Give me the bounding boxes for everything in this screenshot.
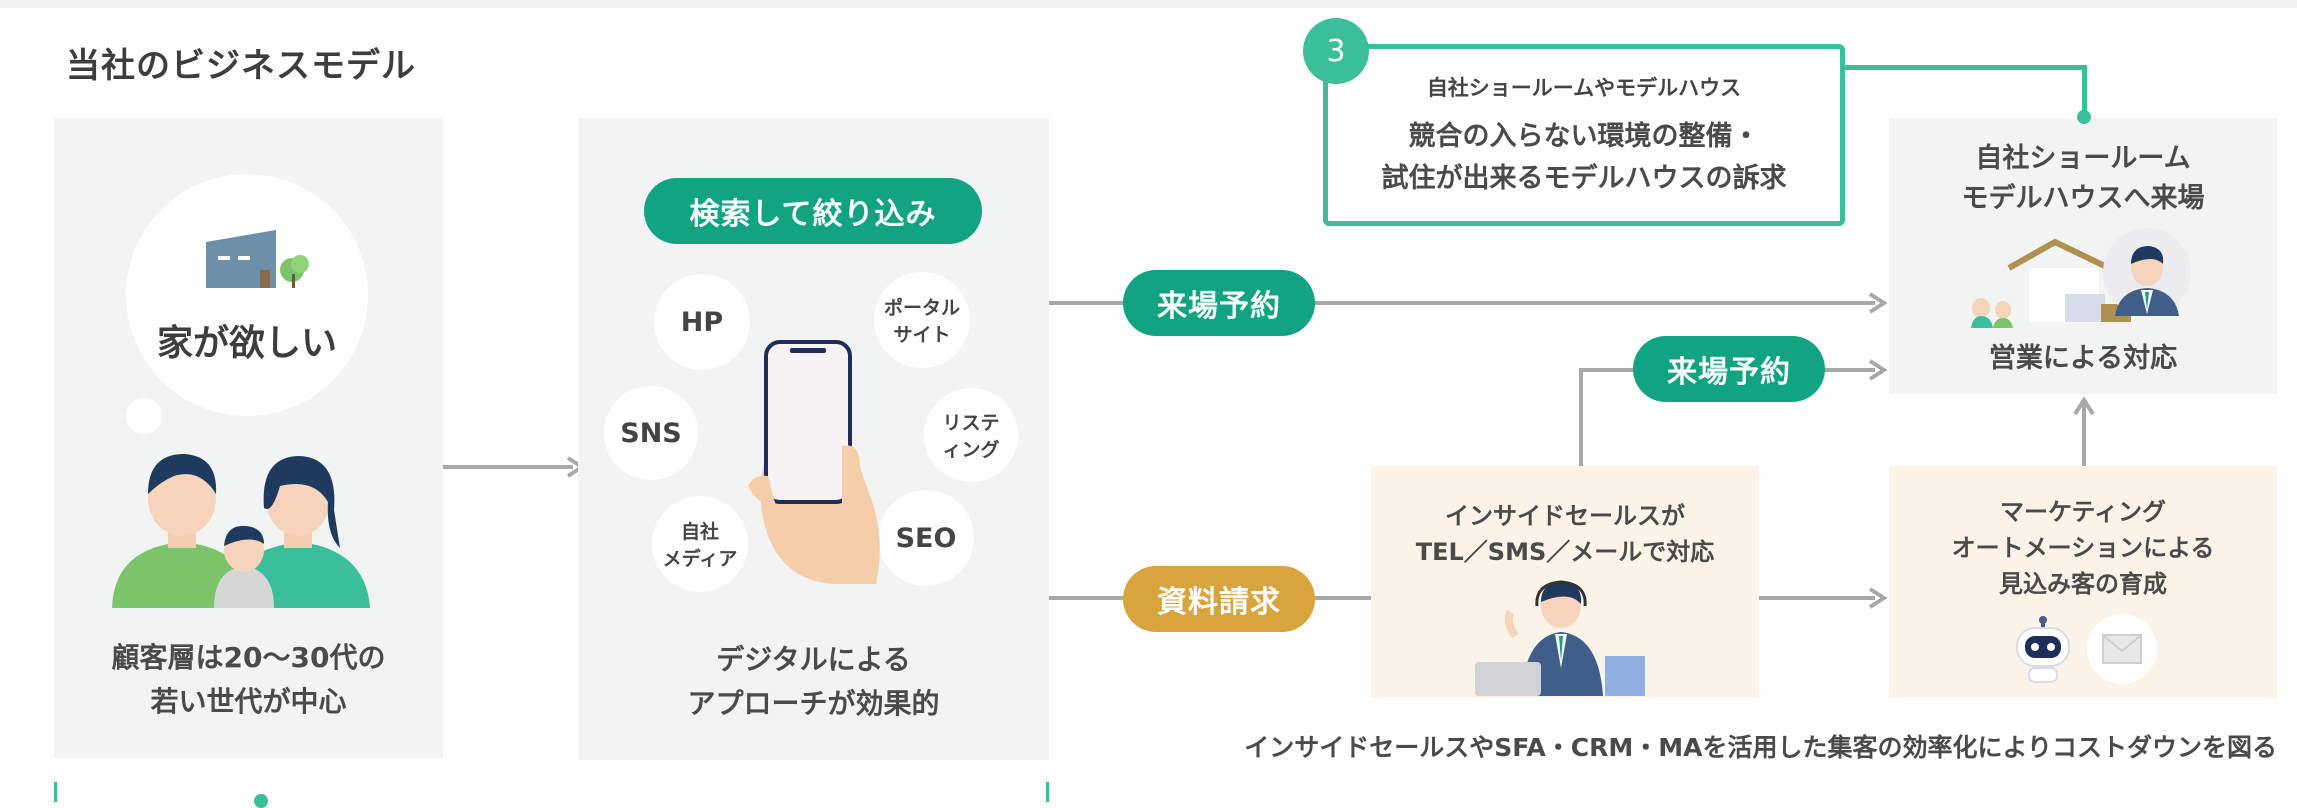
callout-number: 3	[1326, 33, 1346, 69]
arrow-up-head	[2073, 396, 2095, 416]
showroom-panel: 自社ショールーム モデルハウスへ来場 営業による対応	[1889, 118, 2277, 394]
channel-media-label-1: 自社	[680, 521, 719, 543]
thought-bubble	[126, 174, 368, 416]
arrow-reserve-mid-head	[1868, 359, 1888, 381]
arrow-ma-line	[1759, 596, 1875, 600]
showroom-title-1: 自社ショールーム	[1975, 143, 2191, 174]
arrow-reserve-top-line	[1049, 301, 1875, 305]
callout-box	[1323, 44, 1845, 226]
marketing-line-3: 見込み客の育成	[1999, 570, 2167, 598]
channel-media-label-2: メディア	[662, 548, 738, 570]
reserve-mid-badge: 来場予約	[1633, 336, 1825, 402]
callout-connector-horizontal	[1845, 65, 2087, 70]
callout-line-1: 競合の入らない環境の整備・	[1408, 121, 1760, 152]
callout-connector-dot	[2077, 110, 2091, 124]
search-caption-2: アプローチが効果的	[687, 687, 940, 720]
bottom-frame-left	[54, 782, 57, 802]
inside-sales-panel: インサイドセールスが TEL／SMS／メールで対応	[1371, 466, 1759, 698]
callout-number-circle: 3	[1303, 18, 1369, 84]
channel-hp-label: HP	[680, 306, 724, 338]
marketing-panel: マーケティング オートメーションによる 見込み客の育成	[1889, 466, 2277, 698]
mail-envelope-icon	[2102, 634, 2142, 664]
mail-icon	[2087, 614, 2157, 684]
footer-note: インサイドセールスやSFA・CRM・MAを活用した集客の効率化によりコストダウン…	[1244, 733, 2277, 762]
channel-hp: HP	[654, 274, 750, 370]
page-title: 当社のビジネスモデル	[66, 46, 416, 86]
showroom-illustration	[1971, 228, 2191, 328]
channel-seo: SEO	[878, 490, 974, 586]
smartphone-hand-illustration	[748, 340, 880, 584]
reserve-top-badge: 来場予約	[1123, 270, 1315, 336]
search-panel: 検索して絞り込み HP ポータル サイト SNS リステ ィング 自社 メディア…	[578, 118, 1049, 760]
channel-portal-label-2: サイト	[893, 324, 951, 346]
callout-subtitle: 自社ショールームやモデルハウス	[1426, 76, 1742, 100]
operator-illustration	[1475, 580, 1645, 696]
arrow-reserve-top-head	[1868, 292, 1888, 314]
channel-listing-label-1: リステ	[942, 412, 1000, 434]
arrow-1-line	[443, 465, 573, 469]
channel-sns: SNS	[604, 386, 698, 480]
inside-sales-line-2: TEL／SMS／メールで対応	[1415, 538, 1715, 566]
channel-seo-label: SEO	[895, 522, 957, 554]
channel-media: 自社 メディア	[652, 496, 748, 592]
customer-caption-1: 顧客層は20〜30代の	[111, 641, 386, 674]
arrow-reserve-mid-vertical	[1579, 368, 1583, 466]
marketing-line-1: マーケティング	[1999, 498, 2167, 526]
customer-panel: 家が欲しい 顧客層は20〜30代の 若い世代が中心	[54, 118, 443, 758]
search-badge: 検索して絞り込み	[644, 178, 982, 244]
marketing-line-2: オートメーションによる	[1951, 534, 2215, 562]
inside-sales-line-1: インサイドセールスが	[1445, 502, 1685, 530]
channel-sns-label: SNS	[620, 417, 682, 449]
bottom-frame-dot	[254, 794, 268, 808]
bubble-text: 家が欲しい	[156, 323, 337, 364]
top-bar	[0, 0, 2297, 8]
arrow-ma-head	[1868, 587, 1888, 609]
callout-connector-vertical	[2082, 65, 2087, 115]
thought-bubble-dot	[126, 398, 162, 434]
family-illustration	[112, 454, 370, 608]
request-docs-badge: 資料請求	[1123, 566, 1315, 632]
bottom-frame-right	[1046, 782, 1049, 802]
channel-portal-label-1: ポータル	[883, 297, 960, 319]
showroom-title-2: モデルハウスへ来場	[1961, 183, 2205, 214]
customer-caption-2: 若い世代が中心	[150, 685, 347, 718]
channel-portal: ポータル サイト	[874, 272, 970, 368]
house-icon	[206, 230, 309, 288]
channel-listing: リステ ィング	[924, 388, 1018, 482]
callout-line-2: 試住が出来るモデルハウスの訴求	[1381, 163, 1787, 194]
arrow-up-line	[2082, 404, 2086, 466]
channel-listing-label-2: ィング	[942, 439, 1000, 461]
search-caption-1: デジタルによる	[716, 643, 911, 676]
showroom-caption: 営業による対応	[1988, 343, 2178, 374]
robot-icon	[2016, 616, 2070, 683]
